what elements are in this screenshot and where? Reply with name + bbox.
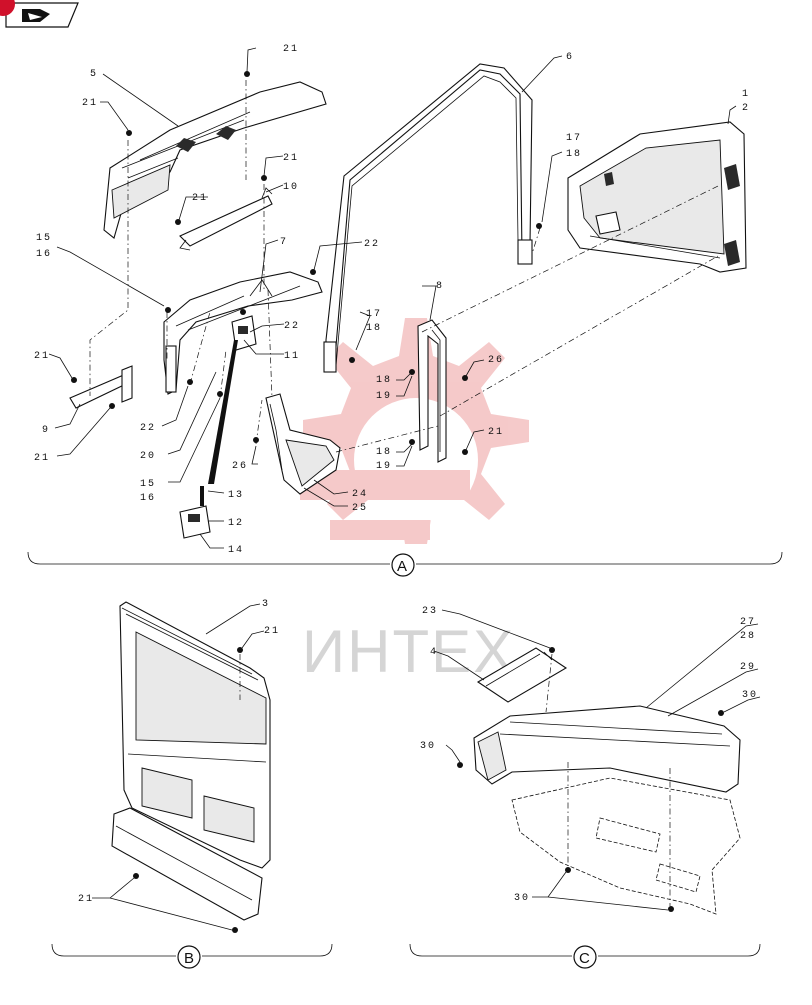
section-c-group: 23 4 27 28 29 30 30 30 C <box>409 606 761 969</box>
part-29-floor-outline[interactable] <box>511 777 741 915</box>
section-b-brace <box>51 943 333 957</box>
callout-30: 30 <box>742 690 758 701</box>
callout-9: 9 <box>42 425 50 436</box>
callout-26: 26 <box>488 355 504 366</box>
callout-10: 10 <box>283 182 299 193</box>
callout-16: 16 <box>140 493 156 504</box>
callout-21: 21 <box>78 894 94 905</box>
section-c-label: C <box>579 950 590 967</box>
fasteners-b <box>133 647 243 933</box>
notification-badge[interactable] <box>0 0 15 16</box>
callout-22: 22 <box>140 423 156 434</box>
part-9-bracket[interactable] <box>69 365 133 409</box>
part-27-28-housing[interactable] <box>473 705 741 793</box>
callout-21: 21 <box>488 427 504 438</box>
section-c-badge[interactable]: C <box>573 945 597 969</box>
callout-8: 8 <box>436 281 444 292</box>
callout-24: 24 <box>352 489 368 500</box>
section-c-brace <box>409 943 761 957</box>
section-a-brace <box>27 551 783 565</box>
callout-21: 21 <box>34 453 50 464</box>
section-a-group: 21 5 21 21 10 21 15 16 7 22 21 9 21 22 2… <box>27 44 783 577</box>
callout-6: 6 <box>566 52 574 63</box>
callouts-a: 21 5 21 21 10 21 15 16 7 22 21 9 21 22 2… <box>34 44 750 556</box>
watermark: ИНТЕХ <box>300 318 529 685</box>
callouts-c: 23 4 27 28 29 30 30 30 <box>420 606 758 904</box>
callout-5: 5 <box>90 69 98 80</box>
callout-15: 15 <box>36 233 52 244</box>
callout-25: 25 <box>352 503 368 514</box>
section-b-group: 3 21 21 B <box>51 599 333 969</box>
callout-19: 19 <box>376 461 392 472</box>
callout-1: 1 <box>742 89 750 100</box>
leader-lines-b <box>92 603 265 931</box>
callout-21: 21 <box>283 153 299 164</box>
callout-14: 14 <box>228 545 244 556</box>
section-a-label: A <box>397 558 407 575</box>
part-1-2-panel[interactable] <box>567 121 747 273</box>
callout-17: 17 <box>566 133 582 144</box>
part-3-base[interactable] <box>111 807 263 921</box>
leader-lines-c <box>433 609 761 911</box>
callout-13: 13 <box>228 490 244 501</box>
callouts-b: 3 21 21 <box>78 599 280 905</box>
section-a-badge[interactable]: A <box>391 553 415 577</box>
section-b-badge[interactable]: B <box>177 945 201 969</box>
leader-lines-a <box>48 47 737 549</box>
part-6-rollbar[interactable] <box>323 63 533 373</box>
section-b-label: B <box>184 950 194 967</box>
alignment-lines-a <box>89 80 719 453</box>
callout-7: 7 <box>280 237 288 248</box>
callout-21: 21 <box>283 44 299 55</box>
callout-19: 19 <box>376 391 392 402</box>
callout-26: 26 <box>232 461 248 472</box>
callout-21: 21 <box>264 626 280 637</box>
callout-12: 12 <box>228 518 244 529</box>
callout-30: 30 <box>514 893 530 904</box>
part-5-panel[interactable] <box>103 81 327 239</box>
callout-21: 21 <box>34 351 50 362</box>
part-8-upright[interactable] <box>417 319 447 463</box>
fasteners-a <box>71 71 542 455</box>
callout-23: 23 <box>422 606 438 617</box>
callout-18: 18 <box>376 375 392 386</box>
callout-2: 2 <box>742 103 750 114</box>
callout-18: 18 <box>366 323 382 334</box>
part-10-bracket[interactable] <box>179 187 273 251</box>
part-13-leader-fan <box>208 340 238 484</box>
part-3-panel[interactable] <box>119 601 271 869</box>
callout-16: 16 <box>36 249 52 260</box>
callout-18: 18 <box>566 149 582 160</box>
callout-22: 22 <box>284 321 300 332</box>
callout-18: 18 <box>376 447 392 458</box>
callout-11: 11 <box>284 351 300 362</box>
callout-27: 27 <box>740 617 756 628</box>
watermark-text: ИНТЕХ <box>302 618 515 685</box>
callout-15: 15 <box>140 479 156 490</box>
callout-21: 21 <box>82 98 98 109</box>
part-12-plate[interactable] <box>179 505 211 539</box>
part-7-frame[interactable] <box>163 271 323 395</box>
part-13-bolt[interactable] <box>200 486 204 506</box>
callout-28: 28 <box>740 631 756 642</box>
fasteners-c <box>457 647 724 912</box>
callout-29: 29 <box>740 662 756 673</box>
callout-22: 22 <box>364 239 380 250</box>
callout-30: 30 <box>420 741 436 752</box>
part-24-25-bracket[interactable] <box>265 393 341 495</box>
callout-21: 21 <box>192 193 208 204</box>
callout-17: 17 <box>366 309 382 320</box>
callout-4: 4 <box>430 647 438 658</box>
callout-20: 20 <box>140 451 156 462</box>
part-4-plate[interactable] <box>476 647 568 703</box>
callout-3: 3 <box>262 599 270 610</box>
catalog-logo[interactable] <box>0 0 79 28</box>
